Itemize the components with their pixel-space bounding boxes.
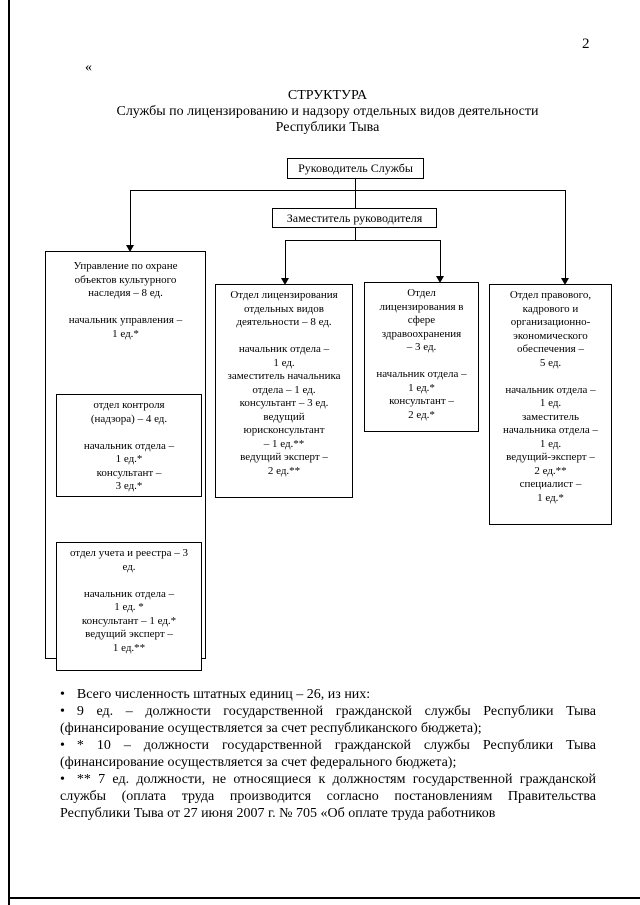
title-line-2: Службы по лицензированию и надзору отдел… [116, 104, 539, 119]
connector-head-to-deputy [355, 179, 356, 208]
page-border-bottom [8, 897, 640, 899]
note-republican-budget-text: 9 ед. – должности государственной гражда… [60, 704, 596, 736]
note-republican-budget: •9 ед. – должности государственной гражд… [60, 703, 596, 737]
health-dept-box: Отдел лицензирования в сфере здравоохран… [364, 282, 479, 432]
connector-to-licensing-dept [285, 240, 286, 278]
connector-to-culture-dept [130, 190, 131, 245]
down-arrow-licensing-dept [281, 278, 289, 285]
connector-to-legal-dept [565, 190, 566, 278]
page-number: 2 [582, 36, 590, 52]
control-subdept-box: отдел контроля (надзора) – 4 ед. начальн… [56, 394, 202, 497]
document-title: СТРУКТУРА Службы по лицензированию и над… [55, 88, 600, 136]
down-arrow-culture-dept [126, 245, 134, 252]
down-arrow-health-dept [436, 276, 444, 283]
connector-deputy-down [355, 228, 356, 241]
footnotes: • Всего численность штатных единиц – 26, … [60, 686, 596, 822]
bullet-icon: • [60, 704, 65, 719]
note-non-civil-service-text: ** 7 ед. должности, не относящиеся к дол… [60, 772, 596, 821]
legal-dept-box: Отдел правового, кадрового и организацио… [489, 284, 612, 525]
bullet-icon: • [60, 772, 65, 787]
bullet-icon: • [60, 687, 65, 702]
note-federal-budget-text: * 10 – должности государственной граждан… [60, 738, 596, 770]
licensing-dept-box: Отдел лицензирования отдельных видов дея… [215, 284, 353, 498]
page-border-left [8, 0, 10, 905]
note-total-text: Всего численность штатных единиц – 26, и… [76, 687, 371, 702]
open-quote-mark: « [85, 60, 92, 75]
down-arrow-legal-dept [561, 278, 569, 285]
note-non-civil-service: •** 7 ед. должности, не относящиеся к до… [60, 771, 596, 822]
title-line-1: СТРУКТУРА [287, 88, 368, 103]
connector-deputy-branch [285, 240, 441, 241]
note-federal-budget: •* 10 – должности государственной гражда… [60, 737, 596, 771]
bullet-icon: • [60, 738, 65, 753]
note-total: • Всего численность штатных единиц – 26, … [60, 686, 596, 703]
connector-to-health-dept [440, 240, 441, 276]
head-box: Руководитель Службы [287, 158, 424, 179]
connector-top-branch [130, 190, 566, 191]
registry-subdept-box: отдел учета и реестра – 3 ед. начальник … [56, 542, 202, 671]
title-line-3: Республики Тыва [275, 120, 380, 135]
deputy-box: Заместитель руководителя [272, 208, 437, 228]
